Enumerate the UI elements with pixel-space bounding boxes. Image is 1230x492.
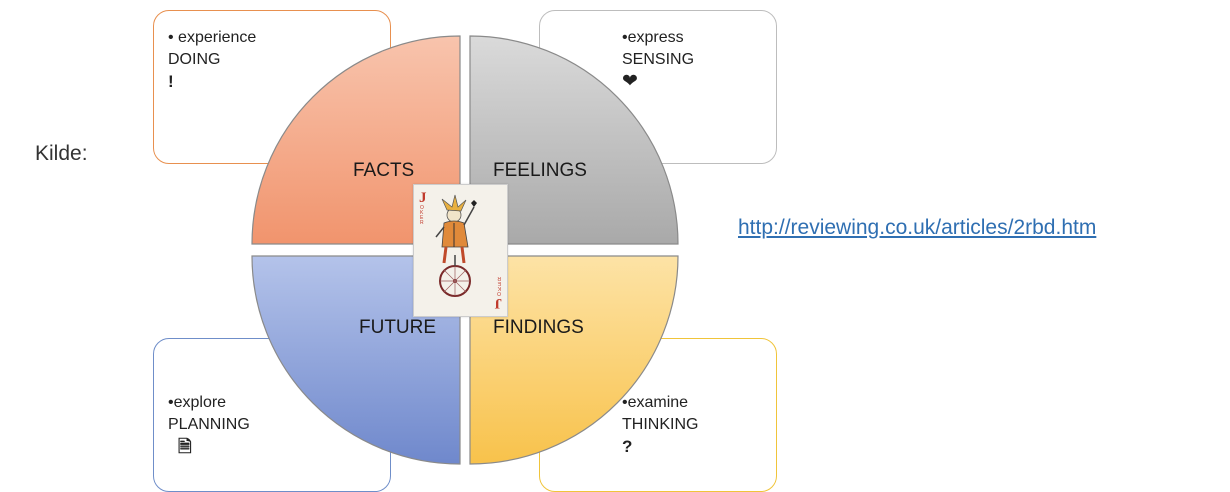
feelings-quadrant xyxy=(469,35,679,245)
document-icon: 🗎 xyxy=(178,437,192,456)
future-quadrant xyxy=(251,255,461,465)
svg-text:R: R xyxy=(420,220,424,226)
svg-text:O: O xyxy=(420,205,424,211)
thinking-label: THINKING xyxy=(622,416,699,433)
joker-card-image: J O K E R J O K E R xyxy=(413,184,508,317)
source-label: Kilde: xyxy=(35,142,88,165)
svg-text:E: E xyxy=(420,215,424,221)
thinking-verb: •examine xyxy=(622,394,689,411)
facts-quadrant xyxy=(251,35,461,245)
findings-quadrant xyxy=(469,255,679,465)
planning-verb: •explore xyxy=(168,394,227,411)
sensing-verb: •express xyxy=(622,29,684,46)
doing-label: DOING xyxy=(168,51,221,68)
planning-label: PLANNING xyxy=(168,416,250,433)
question-icon: ? xyxy=(622,437,633,456)
findings-label: FINDINGS xyxy=(493,317,584,338)
heart-icon: ❤ xyxy=(622,71,638,92)
svg-text:K: K xyxy=(420,210,424,216)
planning-text: •explore PLANNING 🗎 xyxy=(168,392,250,458)
svg-text:O: O xyxy=(497,290,501,296)
svg-text:K: K xyxy=(497,285,501,291)
doing-text: • experience DOING ! xyxy=(168,27,256,93)
future-label: FUTURE xyxy=(359,317,437,338)
facts-label: FACTS xyxy=(353,160,415,181)
feelings-label: FEELINGS xyxy=(493,160,587,181)
doing-verb: • experience xyxy=(168,29,257,46)
sensing-text: •express SENSING ❤ xyxy=(622,27,694,93)
joker-figure: J O K E R J O K E R xyxy=(419,190,502,311)
thinking-text: •examine THINKING ? xyxy=(622,392,698,458)
svg-text:E: E xyxy=(497,280,501,286)
svg-text:J: J xyxy=(494,295,502,311)
svg-text:J: J xyxy=(419,190,427,206)
svg-text:R: R xyxy=(497,275,501,281)
exclamation-icon: ! xyxy=(168,72,174,91)
reference-link[interactable]: http://reviewing.co.uk/articles/2rbd.htm xyxy=(738,216,1097,239)
sensing-label: SENSING xyxy=(622,51,695,68)
